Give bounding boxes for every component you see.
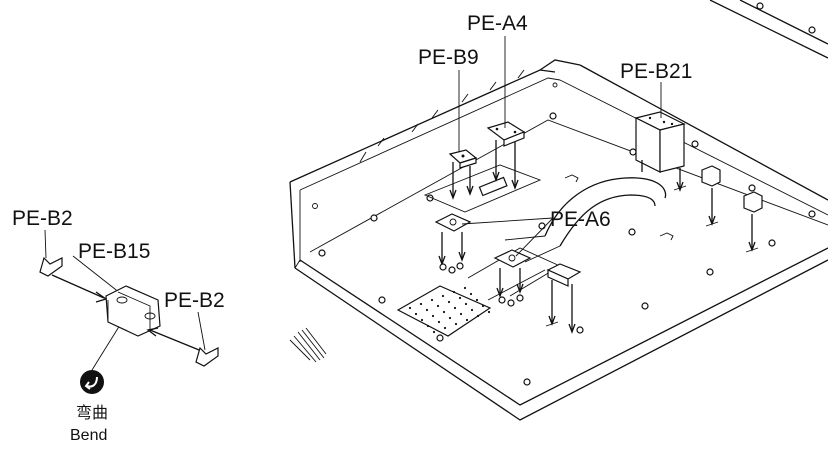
detail-pe-b2-top (39, 256, 63, 277)
part-pe-a6-upper (434, 213, 472, 274)
perforated-plate-left (396, 285, 492, 337)
detail-pe-b15 (105, 285, 161, 337)
label-pe-b15: PE-B15 (78, 240, 150, 263)
label-pe-b2-right: PE-B2 (164, 289, 225, 312)
perforation-dot (425, 308, 429, 312)
curved-channel (504, 177, 667, 263)
perforation-dot (430, 298, 434, 302)
perforation-dot (459, 312, 463, 316)
clips (564, 174, 674, 241)
perforation-dot (414, 312, 418, 316)
perforation-dot (419, 302, 423, 306)
part-pe-b21 (634, 111, 687, 192)
perforation-dot (448, 316, 452, 320)
perforation-dot (436, 304, 440, 308)
perforation-dot (441, 294, 445, 298)
perforation-dot (475, 298, 479, 302)
bend-arrow-icon (80, 370, 104, 394)
leader-pe-b2-top (44, 229, 47, 259)
label-pe-a4: PE-A4 (467, 12, 528, 35)
leader-lines (72, 36, 662, 371)
label-pe-a6: PE-A6 (550, 208, 611, 231)
perforation-dot (469, 292, 473, 296)
bracket-right-2 (743, 191, 763, 253)
perforation-dot (437, 320, 441, 324)
label-bend-english: Bend (70, 427, 107, 444)
label-pe-b2-top: PE-B2 (12, 207, 73, 230)
perforation-dot (454, 322, 458, 326)
bracket-right-1 (701, 165, 721, 227)
perforation-dot (463, 286, 467, 290)
detail-insert-arrow-right (146, 327, 205, 353)
label-pe-b21: PE-B21 (620, 60, 692, 83)
detail-insert-arrow-left (51, 274, 108, 303)
perforation-dot (487, 310, 491, 314)
rail (467, 247, 561, 301)
cover-panel-corner (709, 0, 828, 59)
perforation-dot (481, 304, 485, 308)
perforation-dot (453, 306, 457, 310)
label-bend-chinese: 弯曲 (76, 404, 108, 422)
perforation-dot (442, 310, 446, 314)
perforation-dot (426, 324, 430, 328)
perforation-dot (431, 314, 435, 318)
perforation-dot (432, 330, 436, 334)
perforation-dot (470, 308, 474, 312)
bracket-rail (545, 263, 582, 334)
hatch-mark (289, 327, 327, 363)
detail-pe-b2-right (195, 346, 219, 367)
tray-base (289, 59, 828, 421)
perforation-dot (458, 296, 462, 300)
perforation-dot (408, 306, 412, 310)
part-pe-a6-lower (493, 249, 532, 307)
perforation-dot (420, 318, 424, 322)
perforation-dot (452, 290, 456, 294)
perforation-dot (447, 300, 451, 304)
perforation-dot (465, 318, 469, 322)
perforation-dot (476, 314, 480, 318)
perforated-plate-center (423, 164, 542, 213)
label-pe-b9: PE-B9 (418, 46, 479, 69)
part-pe-b9 (448, 149, 478, 200)
perforation-dot (443, 326, 447, 330)
part-pe-a4 (486, 121, 526, 190)
perforation-dot (464, 302, 468, 306)
